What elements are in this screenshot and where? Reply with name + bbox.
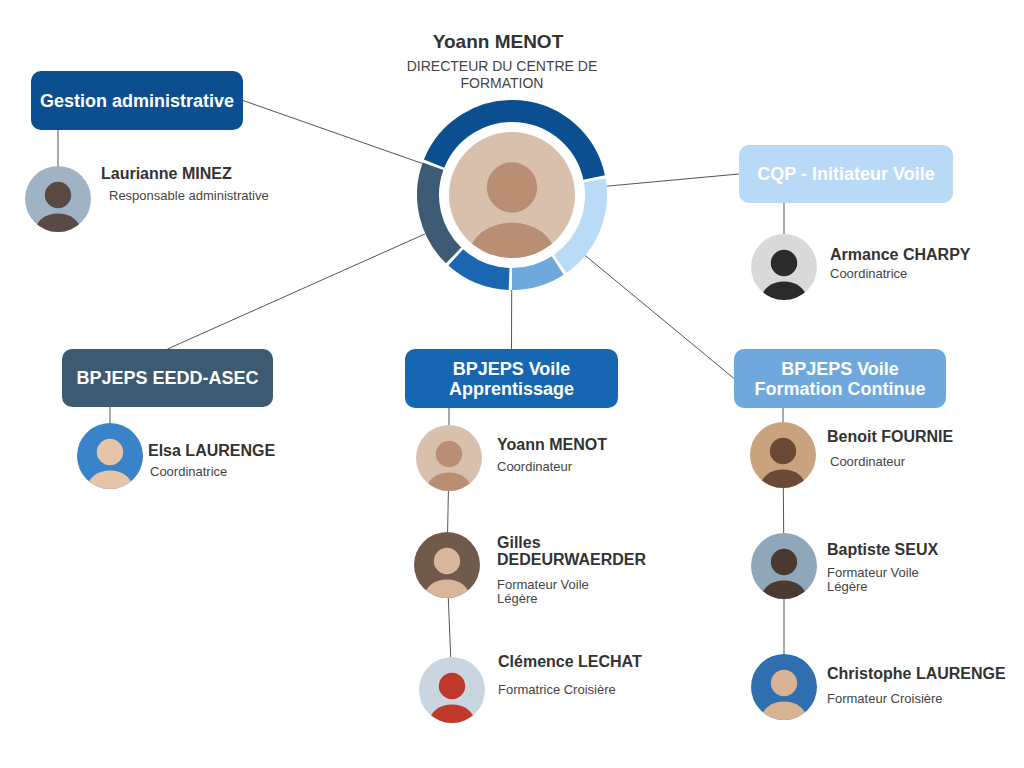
avatar-head [771,250,797,276]
connector-line [448,598,450,657]
person-name: Clémence LECHAT [498,653,698,670]
person-role: Formatrice Croisière [498,683,698,697]
category-title: CQP - Initiateur Voile [757,164,934,184]
avatar-head [487,162,537,212]
connector-line [783,488,784,533]
connector-line [168,234,426,349]
avatar-photo [750,422,816,488]
photo-frame [419,657,485,723]
photo-frame [414,532,480,598]
connector-line [449,408,450,425]
category-box: BPJEPS EEDD-ASEC [62,349,273,407]
person-circle: Benoit FOURNIECoordinateur [750,422,816,488]
person-role: Formateur Voile Légère [497,578,622,606]
connector-line [511,290,512,349]
ring-segment [512,265,558,279]
photo-frame [416,425,482,491]
avatar-photo [416,425,482,491]
connector-line [243,101,422,164]
avatar-photo [414,532,480,598]
connector-line [607,174,739,186]
photo-frame [751,533,817,599]
photo-frame [751,234,817,300]
avatar-shoulders [427,473,472,491]
avatar-shoulders [762,581,807,599]
avatar-head [771,670,797,696]
avatar-photo [751,533,817,599]
photo-frame [77,423,143,489]
avatar-head [770,438,796,464]
person-name: Laurianne MINEZ [101,165,321,182]
category-box: CQP - Initiateur Voile [739,145,953,203]
category-title: BPJEPS Voile Apprentissage [411,359,612,399]
person-name: Yoann MENOT [497,436,697,453]
avatar-photo [25,166,91,232]
person-name: Elsa LAURENGE [148,442,348,459]
person-name: Armance CHARPY [830,246,1024,263]
photo-frame [449,132,575,258]
photo-frame [25,166,91,232]
avatar-photo [751,234,817,300]
director-title: DIRECTEUR DU CENTRE DE FORMATION [392,58,612,92]
avatar-shoulders [762,282,807,300]
person-role: Coordinateur [830,455,1024,469]
avatar-head [439,673,465,699]
avatar-photo [419,657,485,723]
ring-segment [456,257,509,279]
person-circle: Laurianne MINEZResponsable administrativ… [25,166,91,232]
person-circle: Elsa LAURENGECoordinatrice [77,423,143,489]
avatar-head [45,182,71,208]
person-circle: Baptiste SEUXFormateur Voile Légère [751,533,817,599]
connector-line [58,130,59,166]
person-circle: Yoann MENOTCoordinateur [416,425,482,491]
connector-line [784,599,785,654]
person-circle: Gilles DEDEURWAERDERFormateur Voile Légè… [414,532,480,598]
director-name: Yoann MENOT [373,31,623,53]
avatar-head [97,439,123,465]
avatar-shoulders [88,471,133,489]
connector-line [110,407,111,423]
avatar-shoulders [425,580,470,598]
photo-frame [751,654,817,720]
avatar-head [434,548,460,574]
category-box: Gestion administrative [31,71,243,130]
person-circle: Armance CHARPYCoordinatrice [751,234,817,300]
person-role: Responsable administrative [109,189,329,203]
avatar-shoulders [430,705,475,723]
person-name: Benoit FOURNIE [827,428,1024,445]
connector-line [784,203,785,234]
avatar-photo [449,132,575,258]
avatar-shoulders [761,470,806,488]
person-role: Coordinatrice [830,267,1024,281]
category-box: BPJEPS Voile Formation Continue [734,349,946,408]
person-circle: Clémence LECHATFormatrice Croisière [419,657,485,723]
director-circle: Yoann MENOTDIRECTEUR DU CENTRE DE FORMAT… [417,100,607,290]
person-circle: Christophe LAURENGEFormateur Croisière [751,654,817,720]
avatar-head [771,549,797,575]
category-title: BPJEPS EEDD-ASEC [76,368,258,388]
connector-line [783,408,784,422]
person-role: Coordinatrice [150,465,350,479]
avatar-head [436,441,462,467]
avatar-photo [77,423,143,489]
person-name: Gilles DEDEURWAERDER [497,534,667,568]
category-title: Gestion administrative [40,91,234,111]
avatar-shoulders [762,702,807,720]
category-box: BPJEPS Voile Apprentissage [405,349,618,408]
photo-frame [750,422,816,488]
person-role: Formateur Croisière [827,692,1024,706]
person-name: Baptiste SEUX [827,541,1024,558]
avatar-shoulders [36,214,81,232]
category-title: BPJEPS Voile Formation Continue [740,359,940,399]
person-role: Coordinateur [497,460,697,474]
person-name: Christophe LAURENGE [827,665,1024,682]
person-role: Formateur Voile Légère [827,566,947,594]
connector-line [447,491,449,532]
avatar-photo [751,654,817,720]
avatar-shoulders [469,223,555,258]
